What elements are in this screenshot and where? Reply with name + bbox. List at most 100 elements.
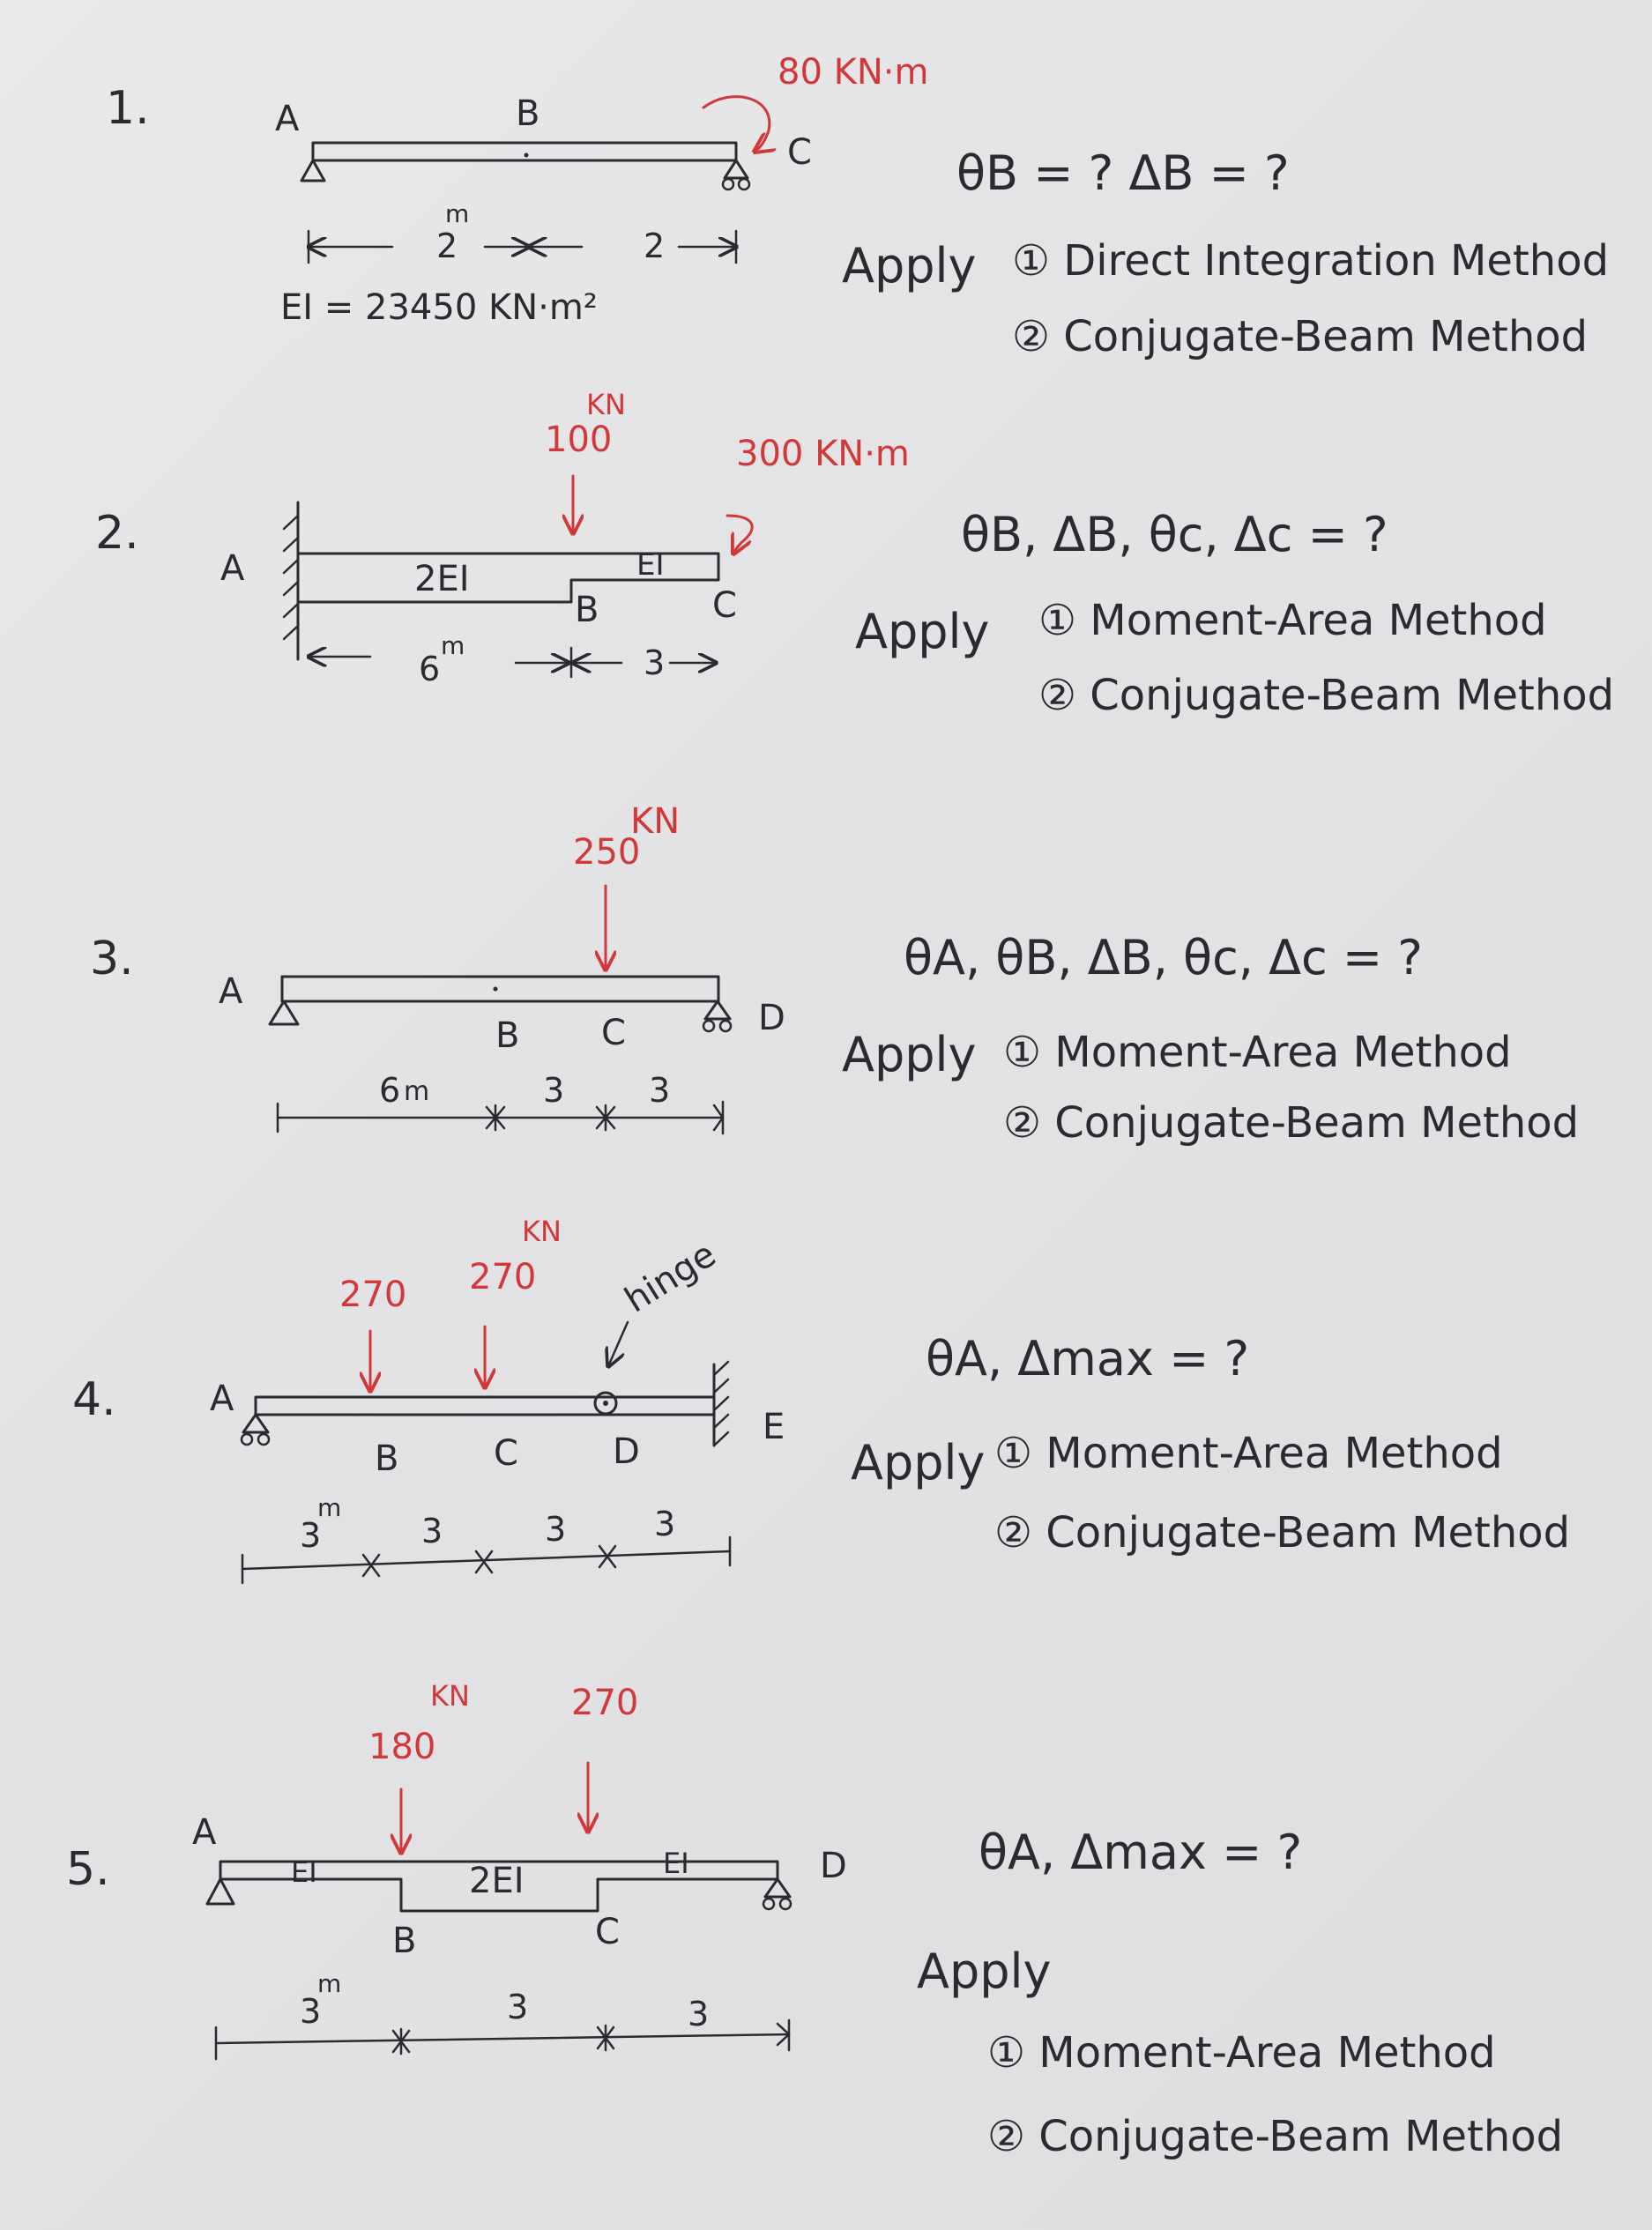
problem-2-wall-hatching [282,514,300,641]
problem-3-pin-support [268,1000,300,1026]
problem-5-method-2: ② Conjugate-Beam Method [987,2112,1563,2161]
problem-3-dim-2: 3 [543,1071,564,1110]
problem-1-number: 1. [106,82,150,135]
problem-5-load-1: 180 [368,1727,435,1767]
problem-1-method-2: ② Conjugate-Beam Method [1012,312,1588,361]
problem-4-wall-hatching [712,1360,730,1447]
problem-4-load-unit: KN [522,1215,562,1248]
problem-5-roller-support [762,1877,793,1911]
problem-1: 1. A B C 80 KN·m 2 m 2 EI = 23450 KN·m² … [106,52,1609,361]
problem-3-apply: Apply [842,1027,976,1082]
problem-5-dim-unit: m [317,1969,341,1998]
problem-3-point-b [493,986,498,992]
problem-3-roller-support [702,1000,733,1033]
problem-2-number: 2. [95,507,139,560]
problem-5-ei-left: EI [291,1855,317,1889]
problem-4-hinge-circle [593,1391,618,1416]
problem-1-dim-2: 2 [644,227,665,265]
problem-1-pin-support [300,159,326,182]
problem-1-moment-arrow [702,95,770,152]
problem-5-load-2: 270 [571,1683,638,1723]
problem-4-label-a: A [210,1379,234,1419]
problem-1-method-1: ① Direct Integration Method [1012,236,1609,286]
problem-2-label-b: B [575,590,599,630]
problem-2-method-2: ② Conjugate-Beam Method [1038,671,1614,720]
problem-5-method-1: ① Moment-Area Method [987,2028,1496,2078]
problem-4-dim-3: 3 [545,1510,566,1549]
problem-4-load-2: 270 [469,1257,536,1297]
problem-2: 2. A B C 2EI EI 100 KN 300 KN·m 6 m 3 [95,388,1614,720]
problem-5-label-a: A [192,1812,217,1853]
problem-2-label-a: A [220,548,245,589]
problem-2-dim-2: 3 [644,643,665,682]
problem-2-ei-left: 2EI [414,559,470,599]
problem-5-apply: Apply [917,1944,1051,1999]
problem-5-load-unit: KN [430,1679,470,1713]
problem-4-apply: Apply [851,1435,985,1490]
problem-3-dim-ticks [485,1104,616,1132]
problem-3-question: θA, θB, ΔB, θc, Δc = ? [904,930,1423,985]
problem-5-label-d: D [820,1846,847,1886]
problem-4-method-2: ② Conjugate-Beam Method [994,1508,1570,1557]
problem-4-dim-1: 3 [300,1516,321,1555]
problem-3-label-b: B [495,1015,519,1056]
problem-4-roller-support [240,1413,271,1446]
problem-2-label-c: C [712,585,737,626]
problem-1-roller-support [721,159,751,191]
problem-4-label-b: B [375,1438,398,1479]
problem-1-question: θB = ? ΔB = ? [956,145,1290,201]
problem-2-question: θB, ΔB, θc, Δc = ? [961,507,1388,562]
problem-4-dim-2: 3 [421,1512,443,1550]
problem-4-hinge-pointer [608,1320,629,1366]
problem-1-label-b: B [516,93,540,134]
problem-4-method-1: ① Moment-Area Method [994,1429,1503,1478]
problem-5-ei-right: EI [663,1847,689,1880]
problem-3-method-2: ② Conjugate-Beam Method [1003,1098,1579,1148]
problem-4-beam [254,1395,716,1416]
problem-5-ei-middle: 2EI [469,1861,525,1901]
problem-5-stepped-beam [219,1860,779,1913]
problem-4-load-1: 270 [339,1275,406,1315]
problem-4-label-d: D [613,1431,640,1472]
problem-2-load-value: 100 [545,420,612,460]
problem-4-dim-4: 3 [654,1505,675,1543]
problem-2-dim-unit: m [441,631,465,660]
problem-3-number: 3. [90,933,134,985]
problem-3-load-unit: KN [630,801,680,842]
problem-4-question: θA, Δmax = ? [926,1331,1249,1386]
problem-5: 5. A B C D EI 2EI EI 180 KN 270 [66,1679,1563,2161]
problem-3-label-a: A [219,971,243,1012]
problem-3-load-value: 250 [573,832,640,873]
problem-1-ei-value: EI = 23450 KN·m² [280,287,598,328]
problem-4-hinge-label: hinge [618,1234,723,1320]
problem-5-pin-support [205,1877,235,1906]
problem-2-apply: Apply [855,604,989,659]
problem-1-beam [311,141,738,162]
problem-4-label-c: C [494,1433,518,1474]
problem-3-label-d: D [758,998,785,1038]
problem-1-apply: Apply [842,238,976,294]
problem-5-dim-2: 3 [507,1988,528,2026]
problem-2-moment-arrow [726,514,754,554]
problem-5-dim-line [214,2033,791,2045]
problem-5-dim-3: 3 [688,1995,709,2033]
problem-2-moment-label: 300 KN·m [736,434,910,474]
problem-2-dim-1: 6 [419,650,440,688]
problem-2-stepped-beam [296,552,720,604]
problem-1-dim-unit: m [445,199,469,228]
problem-2-method-1: ① Moment-Area Method [1038,596,1547,645]
problem-4-dim-ticks [361,1544,617,1578]
problem-3-method-1: ① Moment-Area Method [1003,1028,1512,1077]
problem-4: 4. A B C D E 270 270 KN [72,1215,1570,1585]
problem-3-dim-1: 6 [379,1071,400,1110]
problem-5-number: 5. [66,1843,110,1896]
problem-2-ei-right: EI [636,547,665,583]
problem-1-dim-1: 2 [436,227,458,265]
problem-5-dim-1: 3 [300,1992,321,2031]
problem-4-label-e: E [763,1407,785,1447]
problem-3-beam [280,975,720,1003]
problem-4-number: 4. [72,1373,116,1426]
problem-1-point-b [524,152,529,158]
